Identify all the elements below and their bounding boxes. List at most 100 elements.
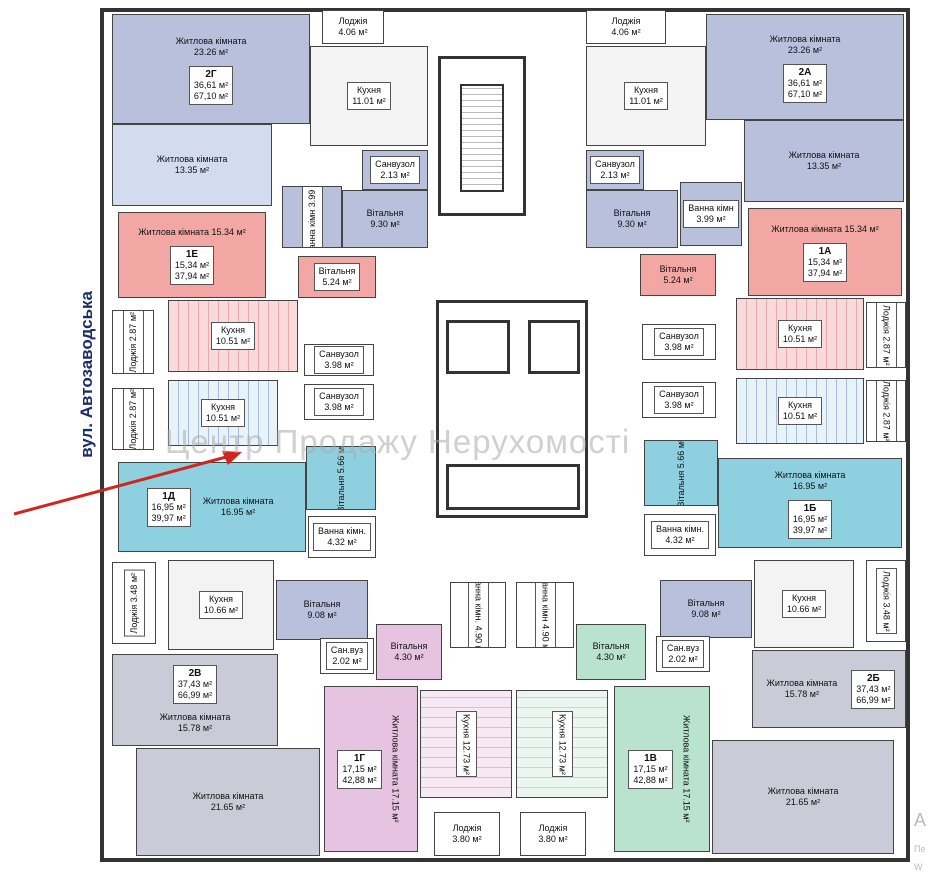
outer-wall-bottom bbox=[100, 858, 910, 862]
watermark-text: Центр Продажу Нерухомості bbox=[165, 423, 631, 460]
room-label: Ванна кімн.4.32 м² bbox=[312, 523, 372, 551]
lift-shaft-right bbox=[528, 320, 580, 374]
outer-wall-left bbox=[100, 8, 104, 862]
lift-shaft-left bbox=[446, 320, 510, 374]
room-label: Ванна кімн.4.32 м² bbox=[650, 521, 710, 549]
room-bathroom-1v: Ванна кімн 4.90 м² bbox=[516, 582, 574, 648]
room-kitchen-1g: Кухня 12.73 м² bbox=[420, 690, 512, 798]
room-label: Ванна кімн. 4.90 м² bbox=[467, 583, 489, 647]
room-label: Ванна кімн 3.99 м² bbox=[301, 187, 323, 247]
edge-text: W bbox=[914, 862, 923, 872]
room-label: Вітальня 5.66 м² bbox=[675, 440, 686, 506]
lift-shaft-bottom bbox=[446, 464, 580, 510]
room-label: Лоджія 2.87 м² bbox=[875, 303, 897, 367]
staircase bbox=[460, 84, 504, 192]
room-bathroom-2g: Ванна кімн 3.99 м² bbox=[282, 186, 342, 248]
room-hall-1b: Вітальня 5.66 м² bbox=[644, 440, 718, 506]
room-hall-1d: Вітальня 5.66 м² bbox=[306, 446, 376, 510]
pointer-arrow-icon bbox=[13, 451, 242, 516]
room-loggia-1e: Лоджія 2.87 м² bbox=[112, 310, 154, 374]
room-label: Лоджія 2.87 м² bbox=[122, 311, 144, 373]
room-bathroom-1b: Ванна кімн.4.32 м² bbox=[644, 514, 716, 556]
room-label: Ванна кімн 4.90 м² bbox=[534, 583, 556, 647]
edge-letter: А bbox=[914, 810, 927, 830]
room-loggia-2v: Лоджія 3.48 м² bbox=[112, 562, 156, 644]
room-loggia-1d: Лоджія 2.87 м² bbox=[112, 388, 154, 450]
room-label: Житлова кімната 17.15 м² bbox=[390, 715, 401, 823]
room-label: Житлова кімната 15.34 м² bbox=[138, 227, 246, 237]
room-label: Житлова кімната 15.34 м² bbox=[771, 224, 879, 234]
room-bathroom-1g: Ванна кімн. 4.90 м² bbox=[450, 582, 506, 648]
edge-text: Пе bbox=[914, 844, 926, 854]
